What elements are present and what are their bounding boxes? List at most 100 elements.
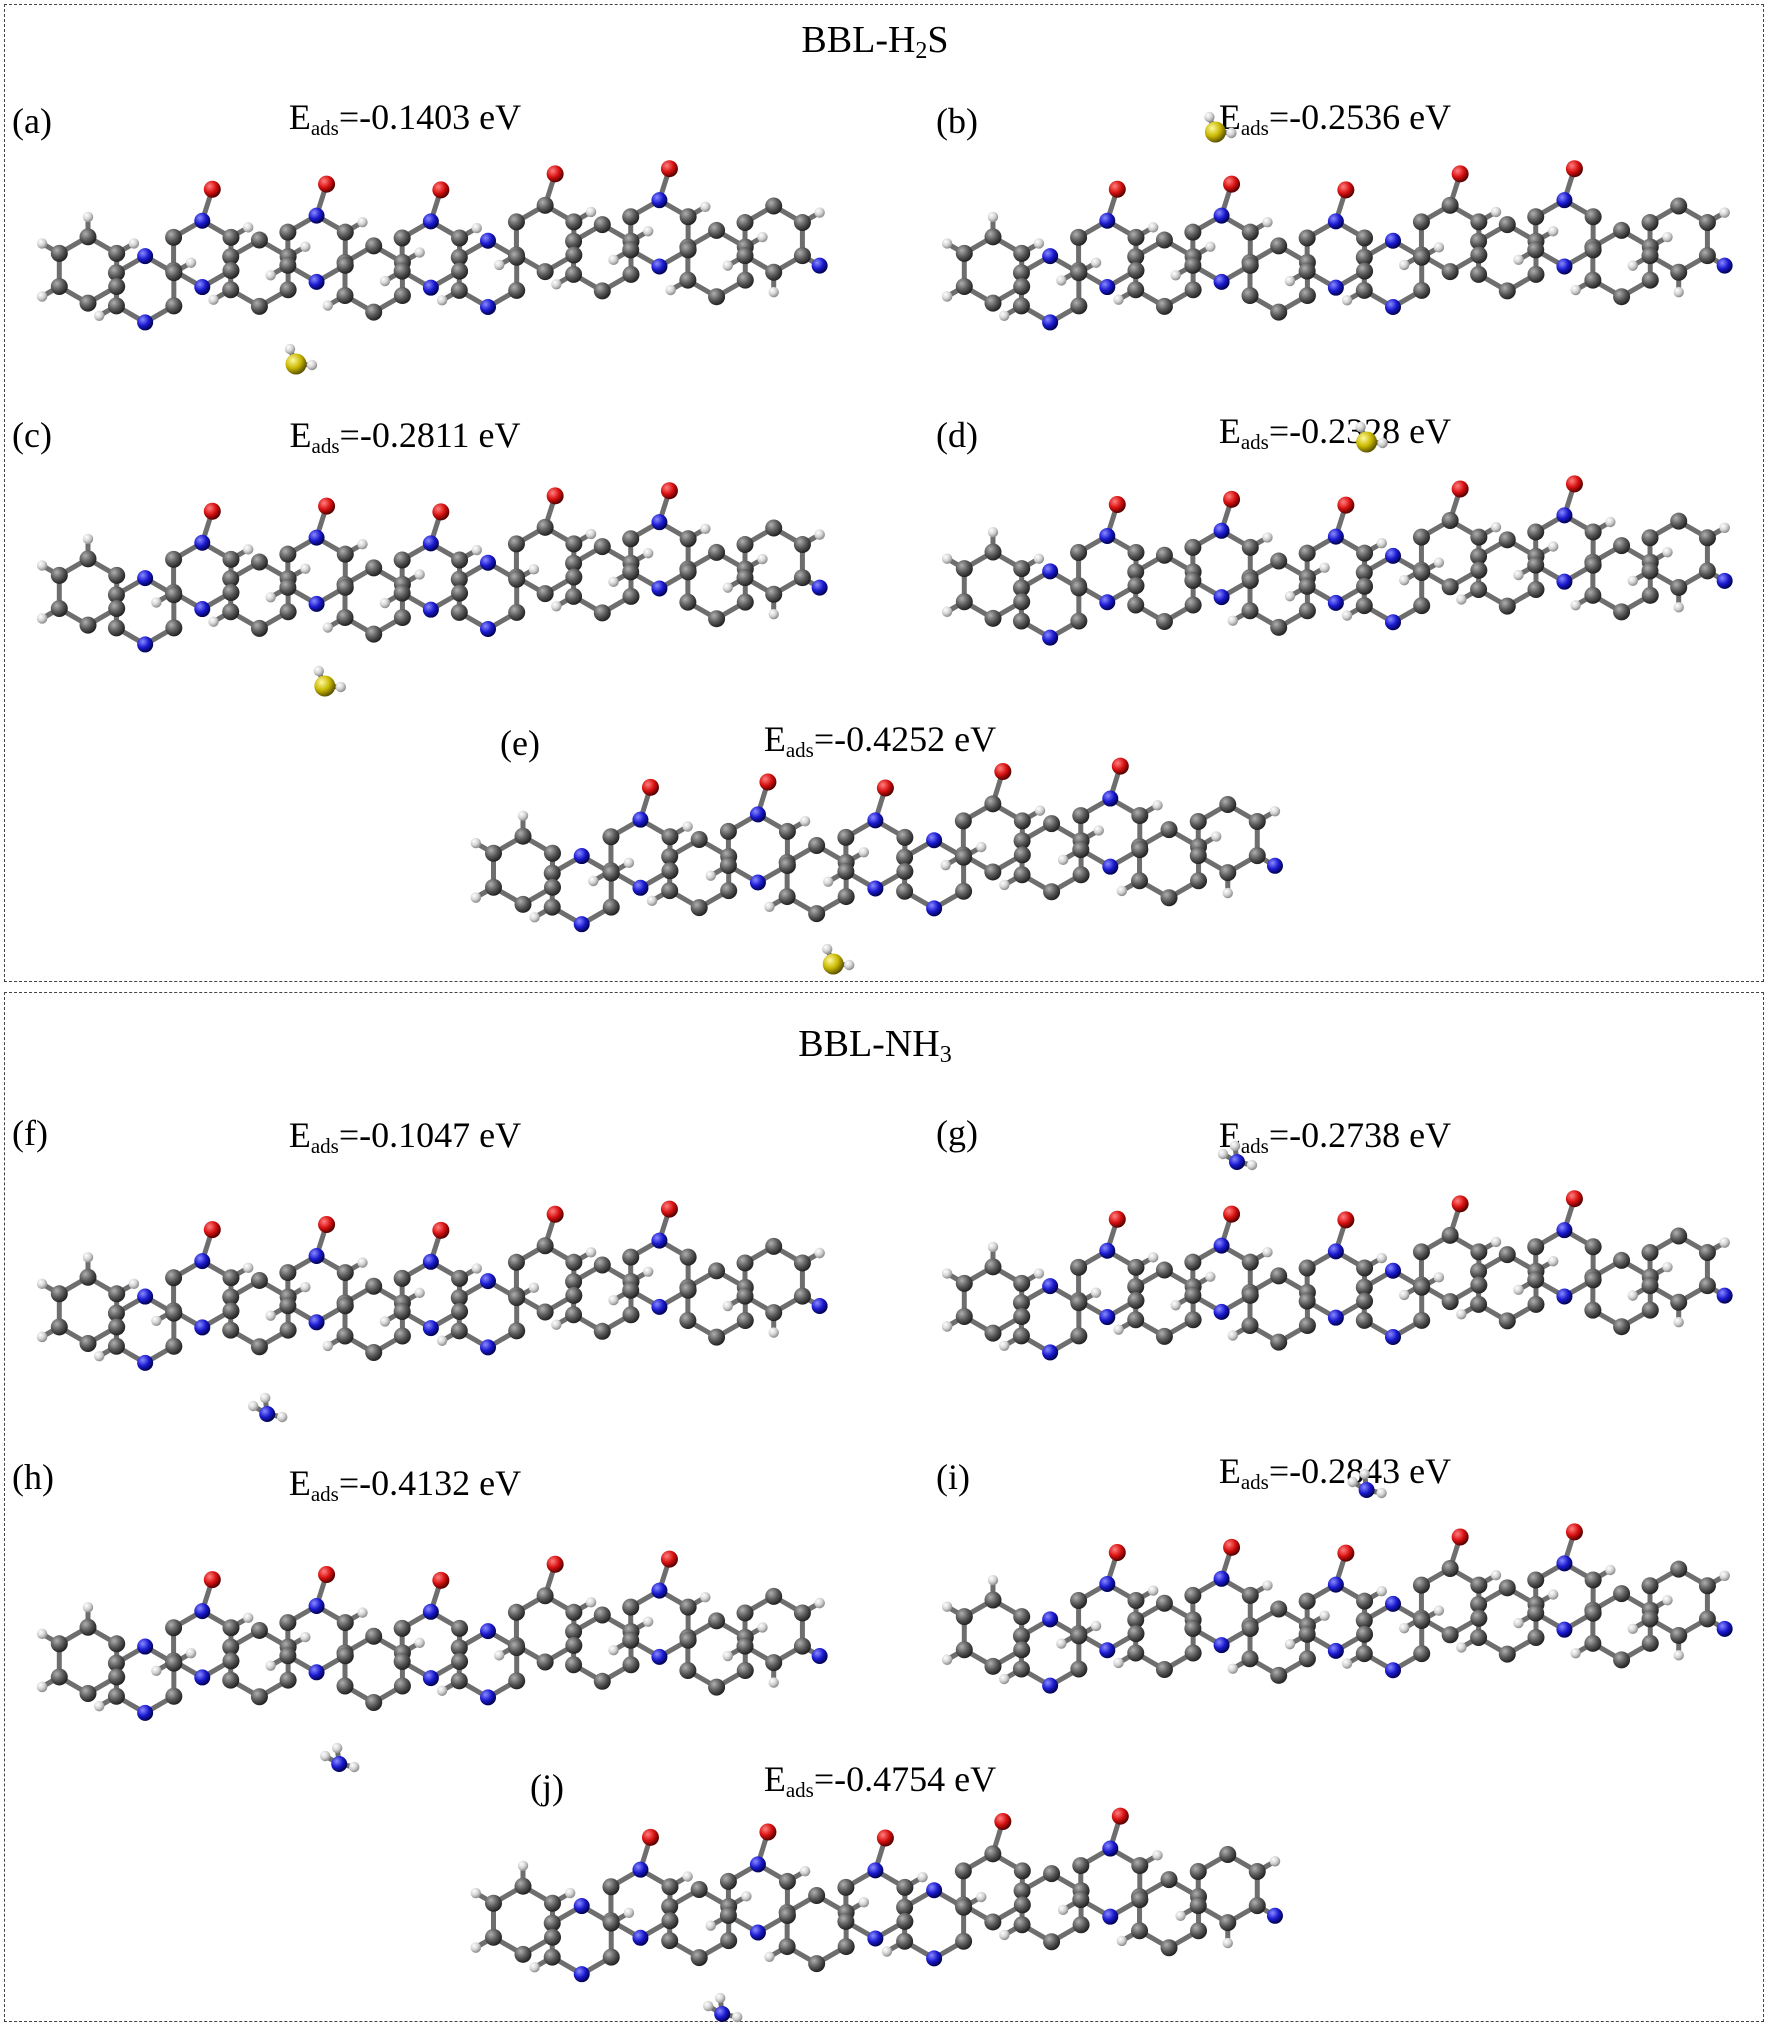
atom-c: [514, 827, 532, 845]
atom-c: [279, 603, 297, 621]
atom-n: [1099, 1242, 1116, 1259]
atom-n: [632, 879, 649, 896]
atom-c: [336, 223, 354, 241]
atom-c: [1698, 1277, 1716, 1295]
atom-h: [564, 1887, 576, 1899]
atom-c: [250, 1688, 268, 1706]
atom-c: [1012, 264, 1030, 282]
atom-h: [379, 1316, 391, 1327]
atom-h: [700, 201, 711, 213]
atom-c: [108, 1668, 126, 1686]
atom-c: [1013, 866, 1031, 884]
atom-c: [1127, 544, 1145, 562]
atom-n: [422, 1320, 439, 1337]
atom-c: [1641, 1577, 1659, 1595]
atom-c: [1013, 846, 1031, 864]
atom-c: [1298, 1592, 1316, 1610]
atom-n: [259, 1406, 276, 1422]
atom-n: [926, 1882, 943, 1899]
atom-h: [608, 254, 619, 266]
atom-o: [1223, 1205, 1241, 1223]
atom-n: [1385, 1328, 1401, 1345]
atom-c: [1441, 578, 1459, 596]
atom-h: [1262, 532, 1273, 543]
atom-c: [765, 263, 783, 281]
atom-c: [1070, 612, 1088, 630]
panel-d-label: (d): [936, 415, 978, 455]
atom-h: [551, 601, 562, 612]
atom-c: [736, 271, 754, 289]
atom-c: [1013, 1308, 1031, 1326]
atom-c: [1072, 1857, 1090, 1875]
atom-c: [1127, 1592, 1145, 1610]
atom-h: [528, 564, 540, 575]
atom-c: [1470, 213, 1488, 231]
atom-n: [1385, 1262, 1401, 1279]
atom-h: [1399, 1622, 1410, 1634]
atom-c: [1641, 529, 1659, 547]
atom-h: [822, 876, 834, 887]
atom-c: [1219, 795, 1237, 813]
atom-c: [622, 265, 640, 283]
atom-c: [1241, 1253, 1259, 1271]
atom-h: [1116, 885, 1128, 897]
atom-c: [222, 570, 240, 588]
atom-h: [1262, 1580, 1273, 1591]
atom-c: [955, 593, 973, 611]
atom-s: [822, 953, 844, 975]
atom-c: [279, 1647, 297, 1665]
atom-c: [896, 1932, 914, 1950]
atom-c: [1184, 281, 1202, 299]
atom-c: [543, 844, 561, 862]
atom-c: [1072, 1891, 1090, 1909]
atom-c: [793, 536, 811, 554]
atom-c: [690, 1949, 708, 1967]
atom-c: [1413, 248, 1431, 266]
atom-h: [1490, 1569, 1502, 1581]
atom-c: [108, 566, 126, 584]
atom-c: [955, 1932, 973, 1950]
atom-h: [414, 1637, 425, 1649]
atom-c: [690, 899, 708, 917]
atom-c: [507, 1603, 525, 1621]
atom-n: [1213, 1637, 1230, 1654]
atom-h: [470, 892, 482, 903]
atom-c: [1184, 572, 1202, 590]
atom-c: [984, 1324, 1002, 1342]
atom-h: [517, 810, 529, 821]
atom-c: [536, 1237, 554, 1255]
atom-c: [1470, 528, 1488, 546]
atom-c: [1527, 523, 1545, 541]
atom-c: [1070, 579, 1088, 597]
atom-h: [1490, 521, 1502, 533]
atom-h: [1319, 562, 1330, 573]
atom-c: [1641, 214, 1659, 232]
atom-o: [318, 497, 336, 515]
atom-c: [837, 1912, 855, 1930]
atom-n: [1327, 1309, 1344, 1326]
atom-c: [543, 898, 561, 916]
atom-c: [543, 878, 561, 896]
atom-n: [137, 1354, 154, 1371]
atom-n: [137, 314, 154, 331]
atom-h: [1284, 591, 1296, 602]
atom-c: [107, 297, 125, 315]
atom-c: [50, 1668, 68, 1686]
atom-c: [1356, 1592, 1374, 1610]
atom-h: [799, 816, 811, 827]
panel-g-label: (g): [936, 1113, 978, 1153]
atom-h: [814, 1597, 825, 1609]
atom-c: [593, 1256, 611, 1274]
atom-n: [1556, 1288, 1573, 1305]
atom-h: [814, 1247, 825, 1259]
atom-c: [1160, 889, 1178, 907]
atom-c: [108, 1318, 126, 1336]
atom-c: [602, 1914, 620, 1932]
atom-c: [565, 232, 583, 250]
atom-c: [896, 1912, 914, 1930]
atom-c: [593, 1322, 611, 1340]
atom-n: [1327, 279, 1344, 296]
atom-h: [357, 1607, 368, 1618]
atom-c: [1441, 1560, 1459, 1578]
atom-h: [1513, 569, 1524, 581]
